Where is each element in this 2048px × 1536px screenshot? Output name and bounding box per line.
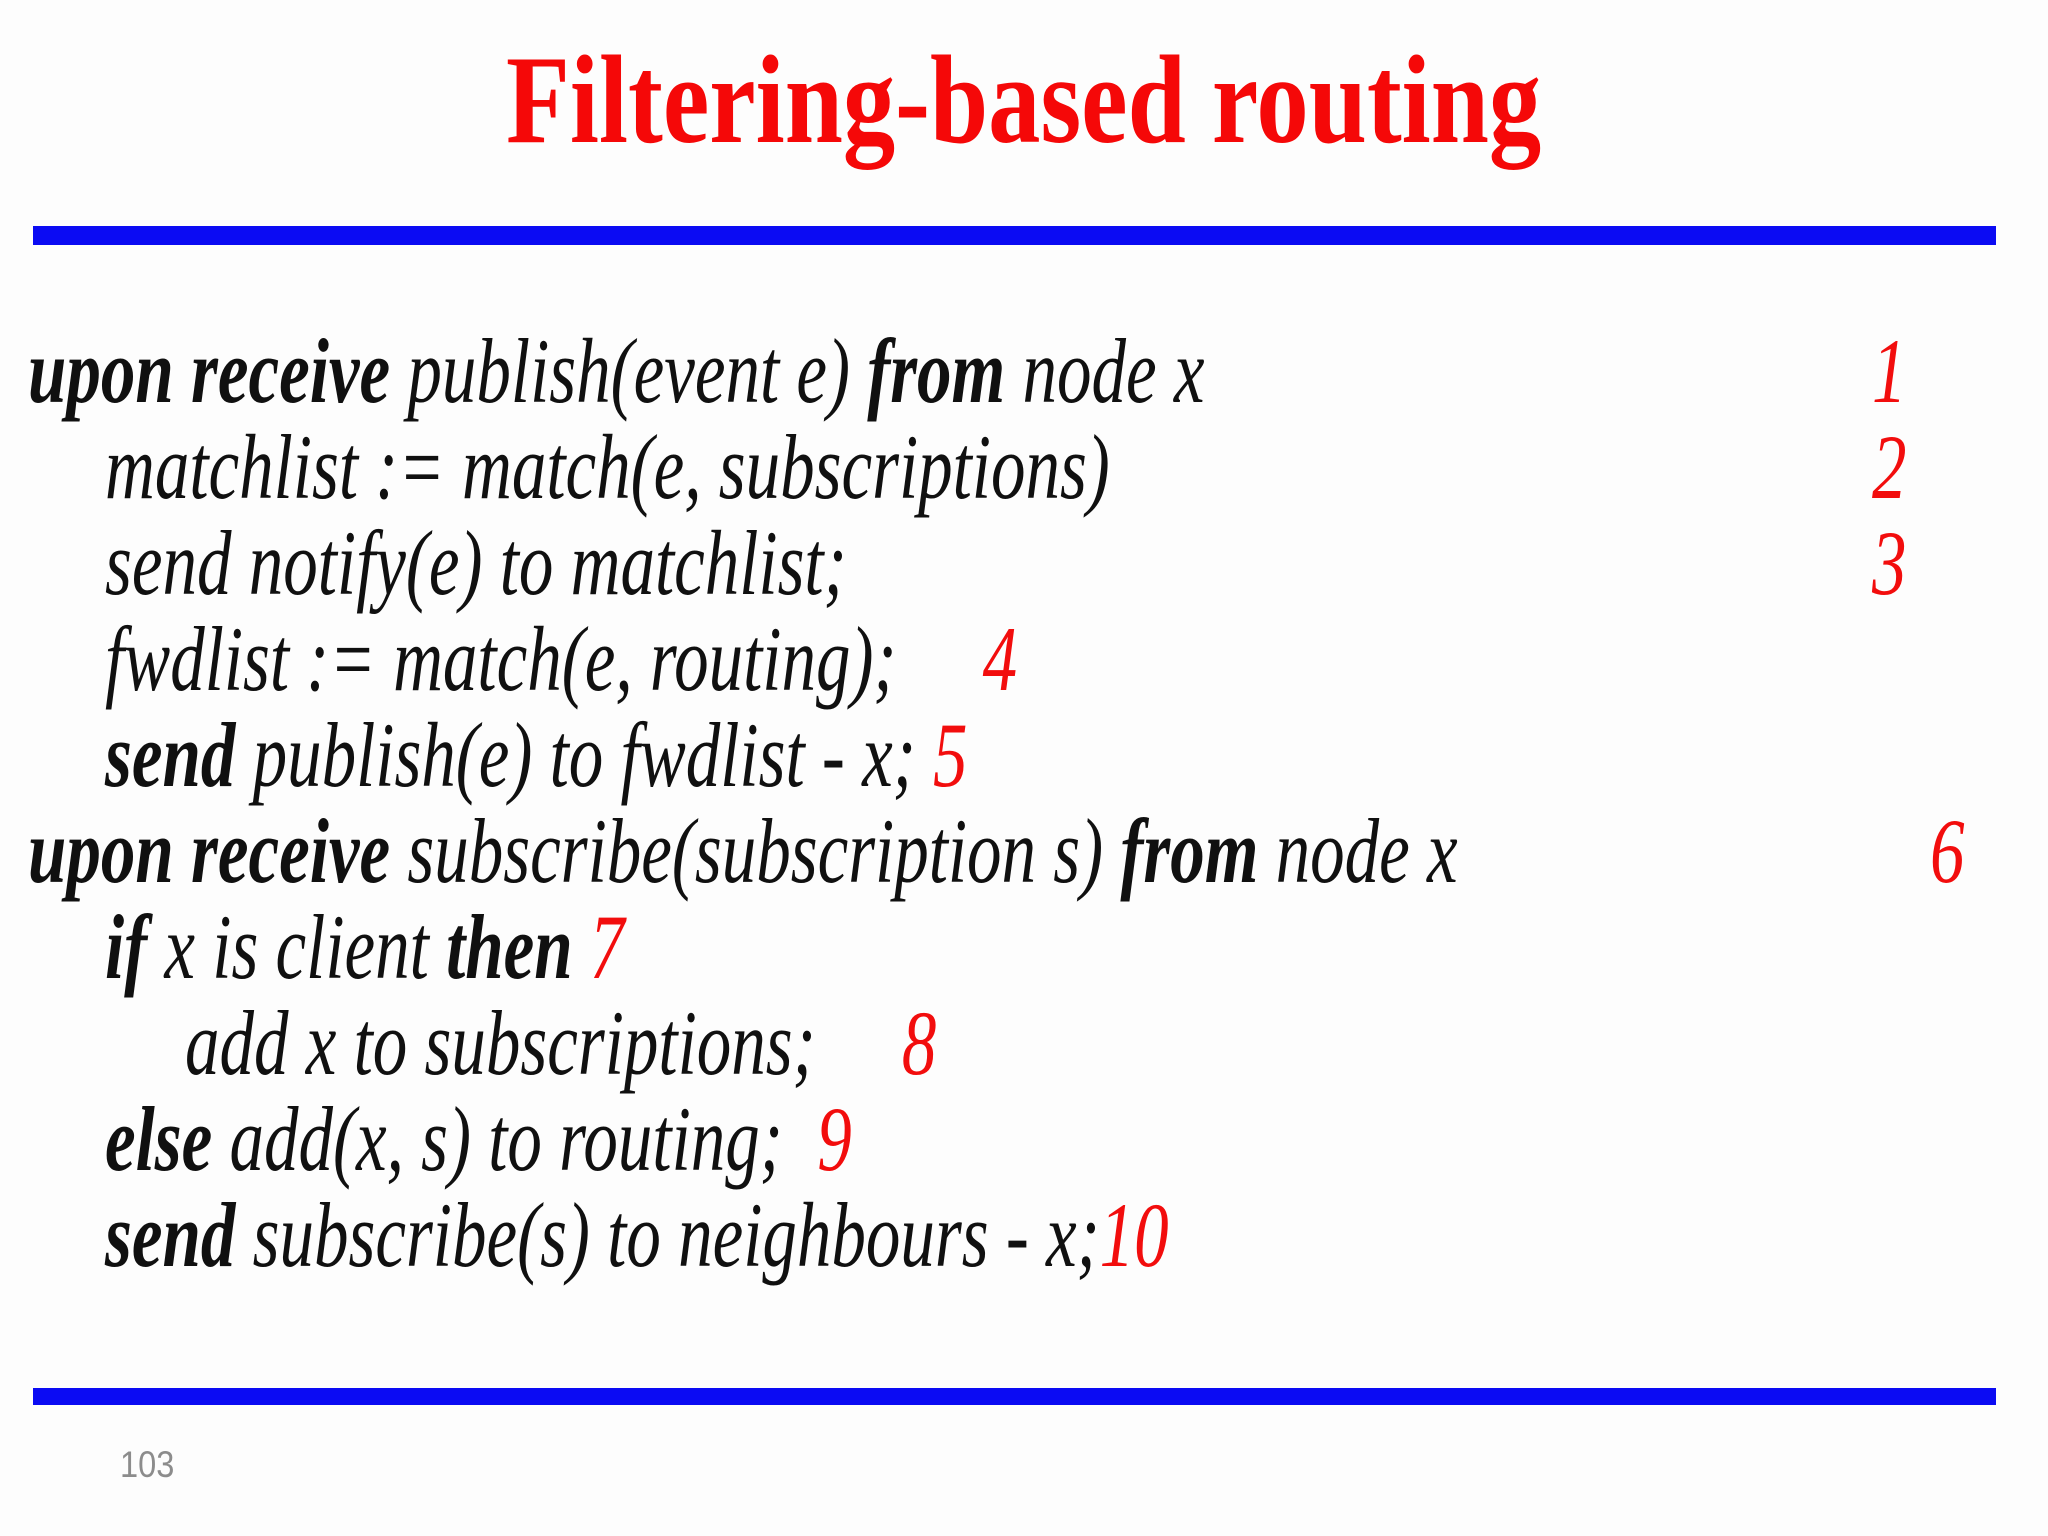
code-segment: send [105, 1184, 253, 1286]
code-segment: subscribe(s) to neighbours - x; [252, 1184, 1100, 1286]
code-segment: upon receive [28, 320, 408, 422]
code-segment: then [446, 896, 590, 998]
line-number: 6 [1930, 800, 1965, 902]
code-line-text: matchlist := match(e, subscriptions) [105, 419, 1110, 515]
line-number: 2 [1872, 416, 1907, 518]
line-number: 5 [932, 704, 968, 806]
code-segment: x is client [164, 896, 447, 998]
code-block: upon receive publish(event e) from node … [0, 323, 2048, 1283]
code-line-text: send subscribe(s) to neighbours - x;10 [105, 1187, 1169, 1283]
code-line-text: fwdlist := match(e, routing); 4 [105, 611, 1017, 707]
line-number: 4 [982, 608, 1018, 710]
line-number: 7 [589, 896, 625, 998]
code-segment: node x [1022, 320, 1205, 422]
line-number: 8 [901, 992, 937, 1094]
code-segment: else [105, 1088, 230, 1190]
code-segment: from [1120, 800, 1276, 902]
code-segment: send notify(e) to matchlist; [105, 512, 847, 614]
code-line-text: if x is client then 7 [105, 899, 624, 995]
code-line: add x to subscriptions; 8 [0, 995, 2048, 1091]
code-segment: from [867, 320, 1023, 422]
code-segment: fwdlist := match(e, routing); [105, 608, 983, 710]
code-line: upon receive publish(event e) from node … [0, 323, 2048, 419]
code-line: upon receive subscribe(subscription s) f… [0, 803, 2048, 899]
code-line-text: upon receive subscribe(subscription s) f… [28, 803, 1458, 899]
line-number: 9 [817, 1088, 852, 1190]
code-segment: subscribe(subscription s) [407, 800, 1121, 902]
code-segment: send [105, 704, 253, 806]
code-segment: add(x, s) to routing; [229, 1088, 818, 1190]
code-segment: if [105, 896, 165, 998]
top-divider [33, 226, 1996, 245]
line-number: 10 [1099, 1184, 1169, 1286]
page-title-text: Filtering-based routing [506, 31, 1542, 170]
code-line-text: send publish(e) to fwdlist - x; 5 [105, 707, 967, 803]
code-line: send publish(e) to fwdlist - x; 5 [0, 707, 2048, 803]
code-line-text: else add(x, s) to routing; 9 [105, 1091, 852, 1187]
code-line: fwdlist := match(e, routing); 4 [0, 611, 2048, 707]
code-line: else add(x, s) to routing; 9 [0, 1091, 2048, 1187]
slide-page-number: 103 [120, 1444, 175, 1485]
code-line: send subscribe(s) to neighbours - x;10 [0, 1187, 2048, 1283]
code-line: matchlist := match(e, subscriptions) 2 [0, 419, 2048, 515]
code-line-text: upon receive publish(event e) from node … [28, 323, 1204, 419]
code-line-text: add x to subscriptions; 8 [185, 995, 936, 1091]
code-segment: node x [1275, 800, 1458, 902]
code-segment: publish(e) to fwdlist - x; [252, 704, 933, 806]
code-segment: upon receive [28, 800, 408, 902]
code-line: send notify(e) to matchlist; 3 [0, 515, 2048, 611]
page-title: Filtering-based routing [0, 28, 2048, 178]
code-segment: add x to subscriptions; [185, 992, 902, 1094]
code-segment: matchlist := match(e, subscriptions) [105, 416, 1110, 518]
code-line: if x is client then 7 [0, 899, 2048, 995]
bottom-divider [33, 1388, 1996, 1405]
code-line-text: send notify(e) to matchlist; [105, 515, 847, 611]
line-number: 3 [1872, 512, 1907, 614]
code-segment: publish(event e) [407, 320, 868, 422]
line-number: 1 [1872, 320, 1907, 422]
